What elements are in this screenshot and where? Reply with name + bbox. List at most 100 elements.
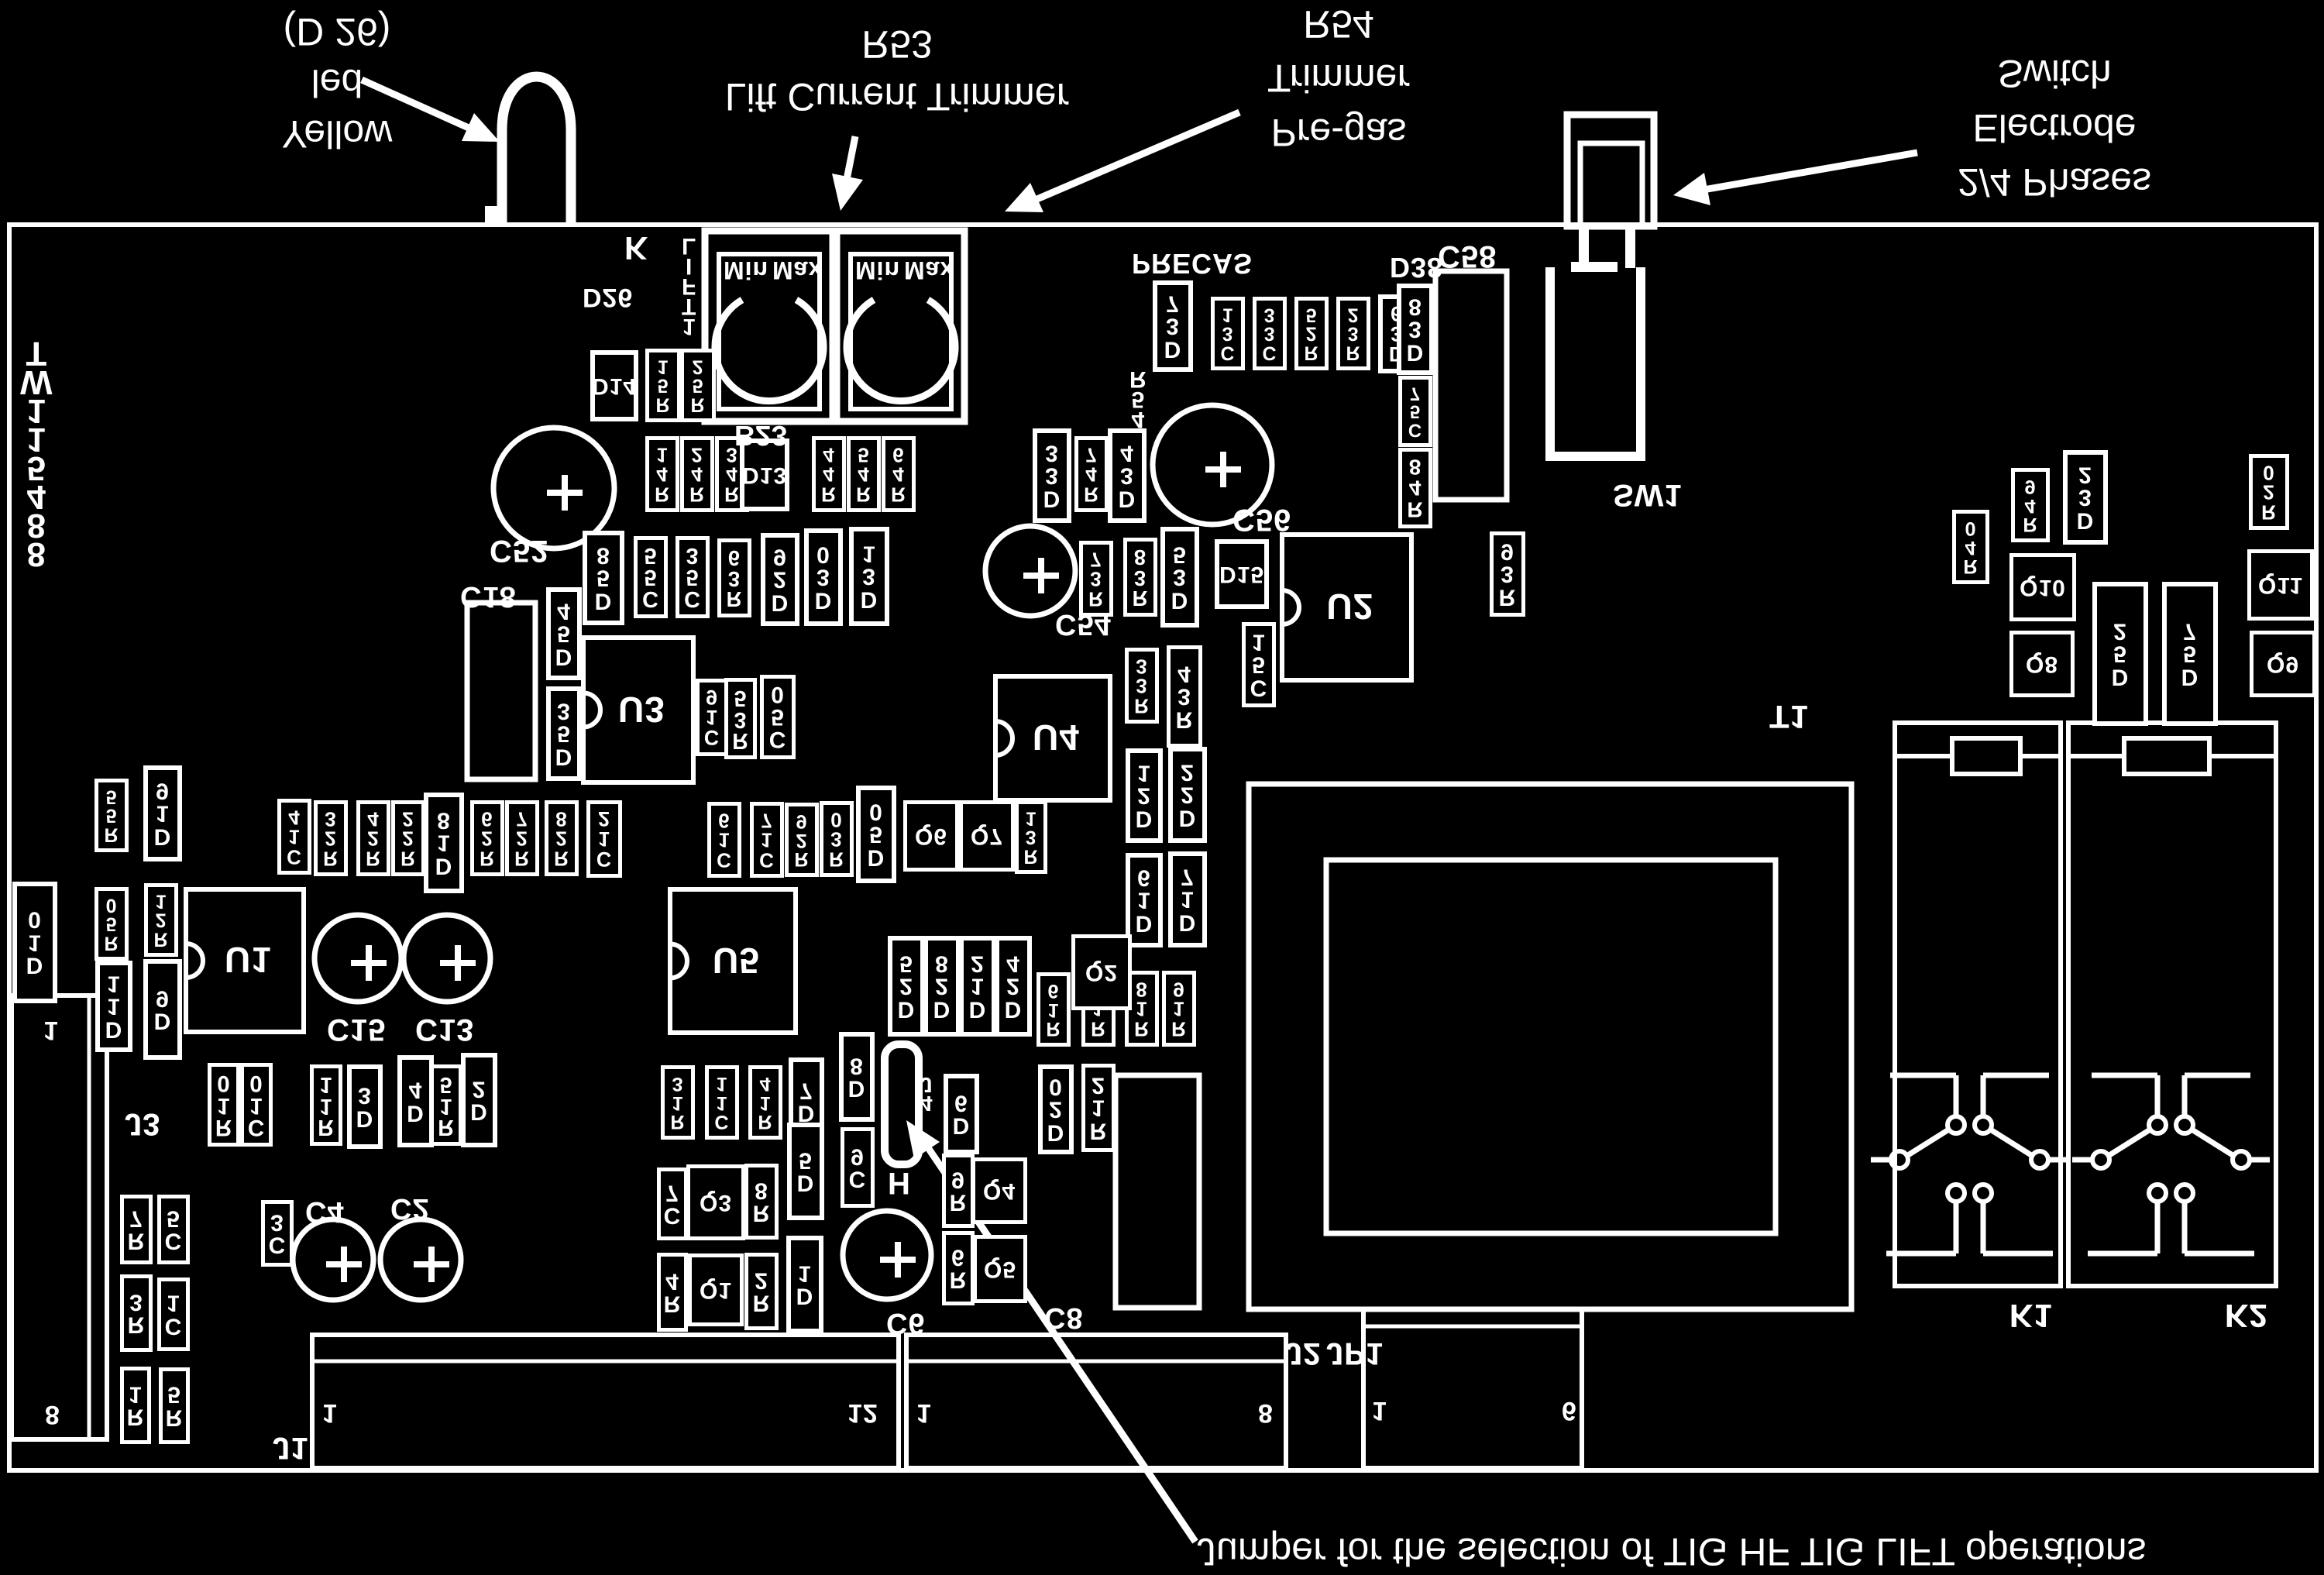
relay-K1-contact <box>1945 1182 1967 1204</box>
silk-precas: PRECAS <box>1132 247 1253 280</box>
comp-Q1-text: Q1 <box>699 1278 733 1303</box>
silk-c52: C52 <box>490 533 548 568</box>
ic-U3-label-text: U3 <box>618 689 665 730</box>
silk-c13: C13 <box>415 1012 474 1047</box>
comp-Q10-text: Q10 <box>2020 575 2066 600</box>
comp-Q2: Q2 <box>1071 934 1132 1010</box>
relay-K1-contact <box>2029 1149 2051 1171</box>
silk-c13-text: C13 <box>415 1013 475 1047</box>
pre-gas-trimmer-max-label-text: Max <box>904 256 955 284</box>
ic-U4-label: U4 <box>1033 717 1080 758</box>
connector-JP1 <box>1361 1307 1584 1470</box>
silk-k2-text: K2 <box>2225 1298 2268 1334</box>
ic-U2-label-text: U2 <box>1326 586 1374 627</box>
comp-D15: D15 <box>1215 539 1269 609</box>
pre-gas-trimmer-outer <box>833 227 968 425</box>
comp-Q11-text: Q11 <box>2257 573 2304 598</box>
led-foot <box>485 206 505 226</box>
line <box>1990 1128 2033 1157</box>
comp-Q6-text: Q6 <box>914 824 948 849</box>
cap-C15 <box>311 912 404 1005</box>
led-arrow-line <box>360 76 479 136</box>
pre-gas-trimmer-min-label: Min <box>855 256 900 284</box>
silk-k-text: K <box>624 230 649 267</box>
relay-K1-contact <box>1972 1182 1994 1204</box>
relay-K2-coil <box>2122 736 2212 776</box>
silk-h: H <box>888 1165 911 1200</box>
switch-arrow-head <box>1673 173 1710 205</box>
connector-JP1-pin-6-text: 6 <box>1562 1396 1577 1425</box>
lift-current-trimmer-min-label-text: Min <box>724 256 769 284</box>
connector-JP1-pin-1: 1 <box>1372 1395 1387 1425</box>
connector-J1-pin-1-text: 1 <box>322 1398 338 1428</box>
comp-D14-text: D14 <box>591 373 638 399</box>
connector-J2-pin-1-text: 1 <box>916 1398 932 1428</box>
silk-b23: B23 <box>734 419 788 452</box>
silk-h-text: H <box>888 1166 911 1200</box>
cap-C56 <box>1150 402 1275 528</box>
silk-k: K <box>624 229 648 267</box>
silk-c6-text: C6 <box>886 1307 926 1339</box>
silk-c56-text: C56 <box>1232 503 1292 537</box>
comp-D13-text: D13 <box>741 463 788 488</box>
silk-jp1-text: JP1 <box>1326 1336 1384 1370</box>
bigcap-C18 <box>464 600 538 782</box>
silk-c2: C2 <box>390 1192 430 1225</box>
comp-Q10: Q10 <box>2009 553 2076 621</box>
silk-c15: C15 <box>327 1012 386 1047</box>
silk-c4: C4 <box>305 1195 345 1228</box>
line <box>1906 1128 1949 1157</box>
sw1-button-inner <box>1577 140 1645 229</box>
ic-U2-notch <box>1281 588 1301 627</box>
connector-J3-pin-1: 1 <box>43 1015 59 1045</box>
pre-gas-trimmer-dial-arc <box>843 297 959 405</box>
